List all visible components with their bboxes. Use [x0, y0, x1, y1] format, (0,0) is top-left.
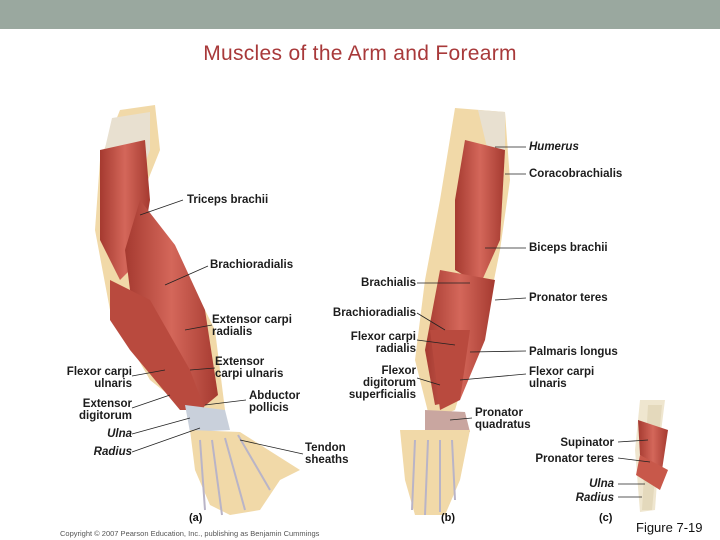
copyright-text: Copyright © 2007 Pearson Education, Inc.…: [60, 529, 320, 538]
label-triceps-brachii: Triceps brachii: [187, 194, 269, 206]
label-radius-a: Radius: [93, 446, 132, 458]
label-extensor-carpi-ulnaris: Extensor carpi ulnaris: [215, 356, 284, 380]
label-extensor-digitorum: Extensor digitorum: [78, 398, 132, 422]
label-humerus: Humerus: [529, 141, 579, 153]
leader-lines: [131, 146, 651, 498]
figure-label: Figure 7-19: [636, 520, 703, 535]
label-flexor-digitorum-superficialis: Flexor digitorum superficialis: [348, 365, 416, 401]
panel-label-b: (b): [441, 512, 456, 524]
label-palmaris-longus: Palmaris longus: [529, 346, 618, 358]
panel-label-c: (c): [599, 512, 613, 524]
label-ulna-a: Ulna: [107, 428, 132, 440]
label-radius-c: Radius: [575, 492, 614, 504]
label-flexor-carpi-ulnaris-b: Flexor carpi ulnaris: [529, 366, 595, 390]
label-biceps-brachii: Biceps brachii: [529, 242, 608, 254]
label-supinator: Supinator: [560, 437, 614, 449]
label-tendon-sheaths: Tendon sheaths: [305, 442, 349, 466]
panel-label-a: (a): [189, 512, 203, 524]
label-brachioradialis-a: Brachioradialis: [210, 259, 294, 271]
label-abductor-pollicis: Abductor pollicis: [249, 390, 301, 414]
label-pronator-teres-b: Pronator teres: [529, 292, 608, 304]
label-extensor-carpi-radialis: Extensor carpi radialis: [212, 314, 292, 338]
label-flexor-carpi-ulnaris-a: Flexor carpi ulnaris: [66, 366, 132, 390]
label-pronator-teres-c: Pronator teres: [535, 453, 614, 465]
arm-posterior-figure: [95, 105, 300, 516]
forearm-bones-figure: [635, 400, 668, 512]
header-bar: [0, 0, 720, 29]
label-ulna-c: Ulna: [589, 478, 614, 490]
slide-title: Muscles of the Arm and Forearm: [203, 42, 517, 65]
label-flexor-carpi-radialis: Flexor carpi radialis: [350, 331, 416, 355]
label-brachialis: Brachialis: [361, 277, 416, 289]
label-pronator-quadratus: Pronator quadratus: [475, 407, 531, 431]
label-brachioradialis-b: Brachioradialis: [332, 307, 416, 319]
arm-anterior-figure: [400, 108, 510, 516]
label-coracobrachialis: Coracobrachialis: [529, 168, 623, 180]
